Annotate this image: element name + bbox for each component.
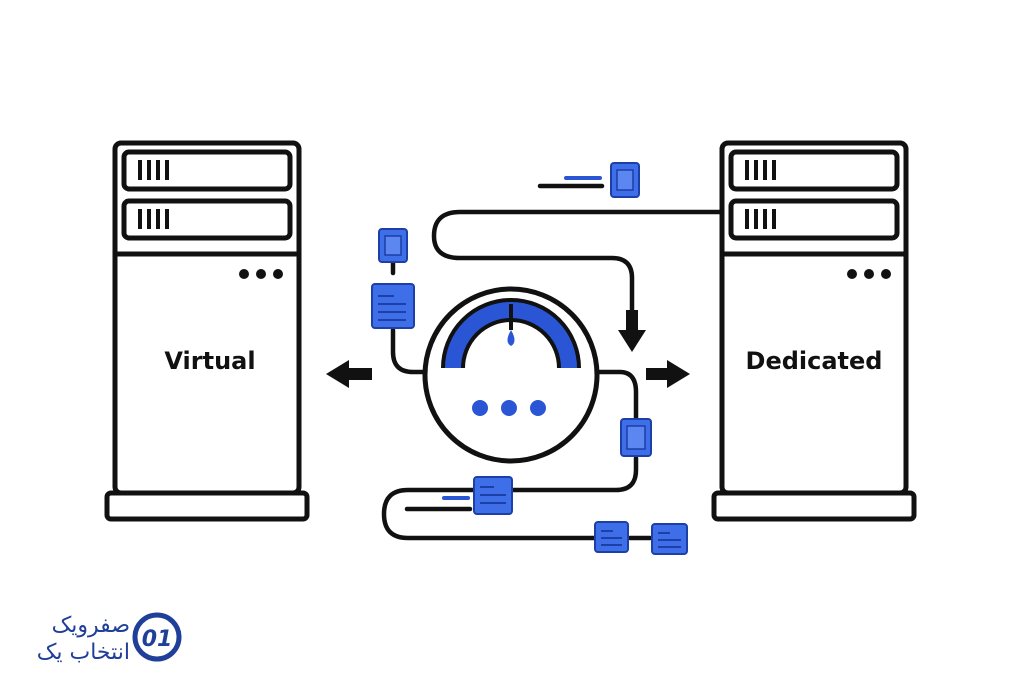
- gauge-icon: [422, 286, 600, 464]
- logo-line2: انتخاب یک: [37, 640, 130, 665]
- dedicated-label: Dedicated: [746, 347, 883, 375]
- drive-slot-lines-bottom: [138, 209, 169, 229]
- logo-line1: صفرویک: [52, 613, 130, 638]
- document-icon: [610, 162, 640, 198]
- drive-slot-lines-top: [138, 160, 169, 180]
- brand-logo: 01 صفرویک انتخاب یک: [37, 612, 182, 665]
- connector-paths: [381, 183, 725, 541]
- document-icon: [620, 418, 652, 457]
- logo-mark: 01: [142, 627, 173, 652]
- document-icon: [594, 521, 629, 553]
- dedicated-status-dots: [847, 269, 891, 279]
- document-icon: [473, 476, 513, 515]
- virtual-label: Virtual: [164, 347, 255, 375]
- accent-dashes: [442, 176, 602, 500]
- document-icon: [371, 283, 415, 329]
- arrow-left-icon: [326, 360, 372, 388]
- virtual-status-dots: [239, 269, 283, 279]
- arrow-down-icon: [618, 310, 646, 352]
- arrow-right-icon: [646, 360, 690, 388]
- document-icon: [651, 523, 688, 555]
- document-icon: [378, 228, 408, 263]
- virtual-server: [104, 140, 310, 522]
- dedicated-server: [711, 140, 917, 522]
